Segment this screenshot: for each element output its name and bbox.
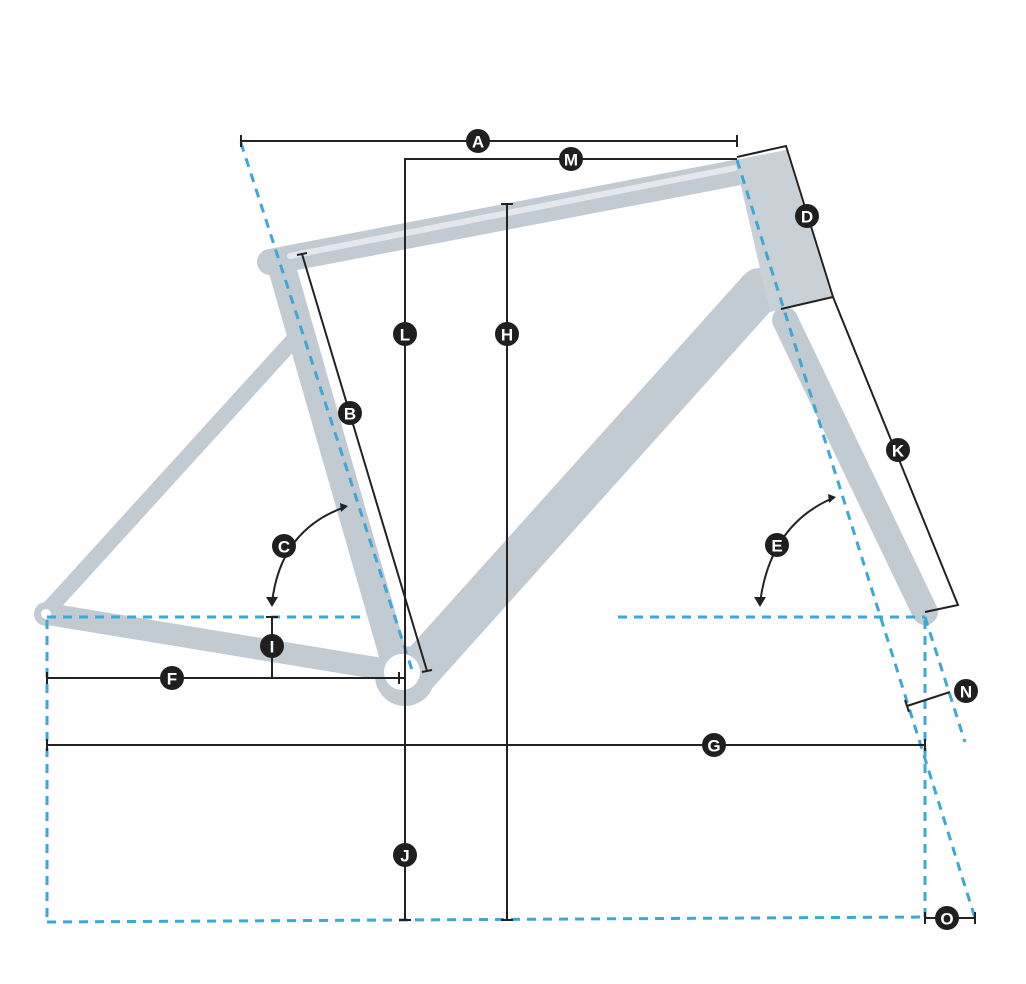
badge-h: H: [495, 322, 519, 346]
dim-g: [46, 739, 926, 751]
label-c: C: [278, 538, 290, 557]
dim-b: [296, 252, 433, 673]
label-i: I: [270, 638, 275, 657]
dim-n: [904, 691, 951, 713]
dim-e-arrow: [754, 494, 836, 607]
badge-m: M: [559, 147, 583, 171]
badge-b: B: [338, 401, 362, 425]
dim-k: [832, 296, 960, 613]
label-g: G: [707, 737, 720, 756]
badge-n: N: [954, 679, 978, 703]
label-h: H: [501, 326, 513, 345]
label-n: N: [960, 683, 972, 702]
badge-c: C: [272, 534, 296, 558]
label-m: M: [564, 151, 578, 170]
seat-stay: [40, 327, 306, 618]
badge-e: E: [765, 533, 789, 557]
label-b: B: [344, 405, 356, 424]
badge-i: I: [260, 634, 284, 658]
head-tube: [735, 150, 832, 312]
badge-j: J: [393, 843, 417, 867]
label-a: A: [472, 133, 484, 152]
fork-offset-axis: [923, 616, 967, 743]
chainstay: [37, 603, 411, 683]
head-tube-axis: [735, 159, 977, 919]
badge-l: L: [393, 322, 417, 346]
fork: [772, 307, 938, 625]
ground-line: [46, 915, 926, 924]
badge-f: F: [160, 666, 184, 690]
badge-k: K: [886, 438, 910, 462]
seat-tube: [268, 254, 409, 676]
bottom-bracket-shell: [384, 654, 420, 690]
top-tube-highlight: [287, 165, 738, 259]
badge-o: O: [935, 906, 959, 930]
bike-frame: [34, 150, 938, 706]
label-d: D: [801, 208, 813, 227]
badge-a: A: [466, 129, 490, 153]
label-k: K: [892, 442, 905, 461]
dim-f: [46, 672, 405, 684]
label-o: O: [940, 910, 953, 929]
label-l: L: [400, 326, 410, 345]
badge-d: D: [795, 204, 819, 228]
label-f: F: [167, 670, 177, 689]
label-e: E: [771, 537, 782, 556]
label-j: J: [400, 847, 409, 866]
dim-m: [404, 158, 737, 920]
dim-h: [399, 203, 513, 921]
seat-tube-axis: [239, 142, 414, 671]
down-tube: [388, 268, 782, 702]
badge-g: G: [702, 733, 726, 757]
reference-axes: [45, 142, 977, 924]
dimension-lines: [46, 135, 976, 924]
